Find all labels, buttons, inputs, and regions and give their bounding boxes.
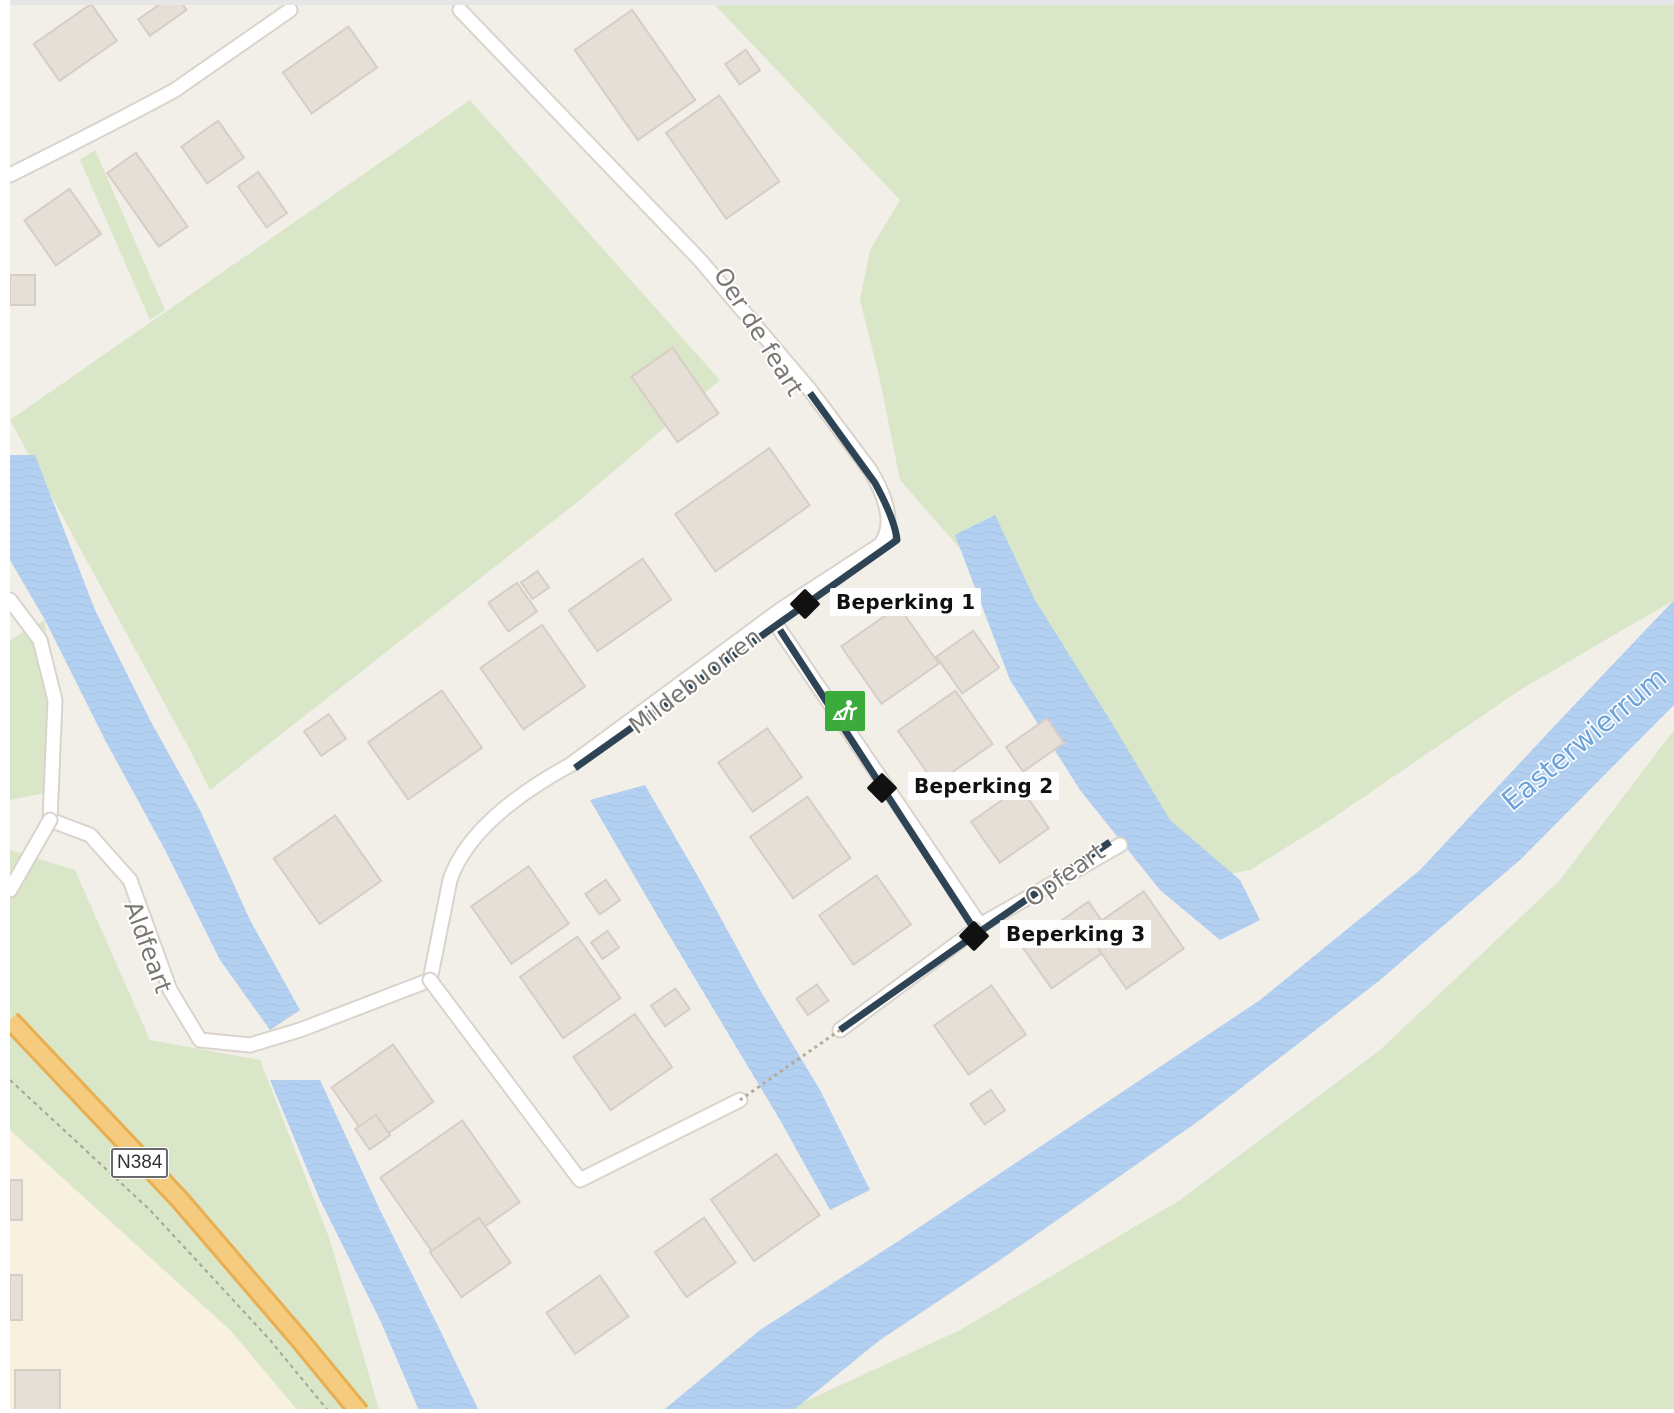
canal-southwest: [270, 1080, 480, 1413]
canal-middle: [590, 785, 870, 1210]
restriction-label-1: Beperking 1: [830, 588, 982, 616]
route-shield-n384: N384: [111, 1148, 169, 1178]
residential-area: [10, 1130, 300, 1413]
roadworks-icon[interactable]: [825, 691, 865, 731]
highway-n384-fill: [4, 1014, 367, 1413]
sports-field: [10, 100, 720, 790]
green-strip-north: [80, 150, 165, 320]
route-segment-oer-de-feart: [802, 390, 901, 608]
roadworks-glyph: [832, 700, 858, 721]
meadow-east: [715, 5, 1674, 880]
meadow-southeast: [780, 730, 1674, 1413]
map-frame-left: [0, 0, 10, 1413]
canal-main: [660, 600, 1674, 1413]
canal-west: [10, 455, 300, 1030]
route-segment-mildebuorren: [572, 602, 808, 771]
canal-east: [955, 515, 1260, 940]
restriction-label-2: Beperking 2: [908, 772, 1060, 800]
map-frame-top: [0, 0, 1674, 5]
restriction-label-3: Beperking 3: [1000, 920, 1152, 948]
buildings: [9, 0, 1186, 1411]
map-frame-bottom: [0, 1409, 1674, 1413]
